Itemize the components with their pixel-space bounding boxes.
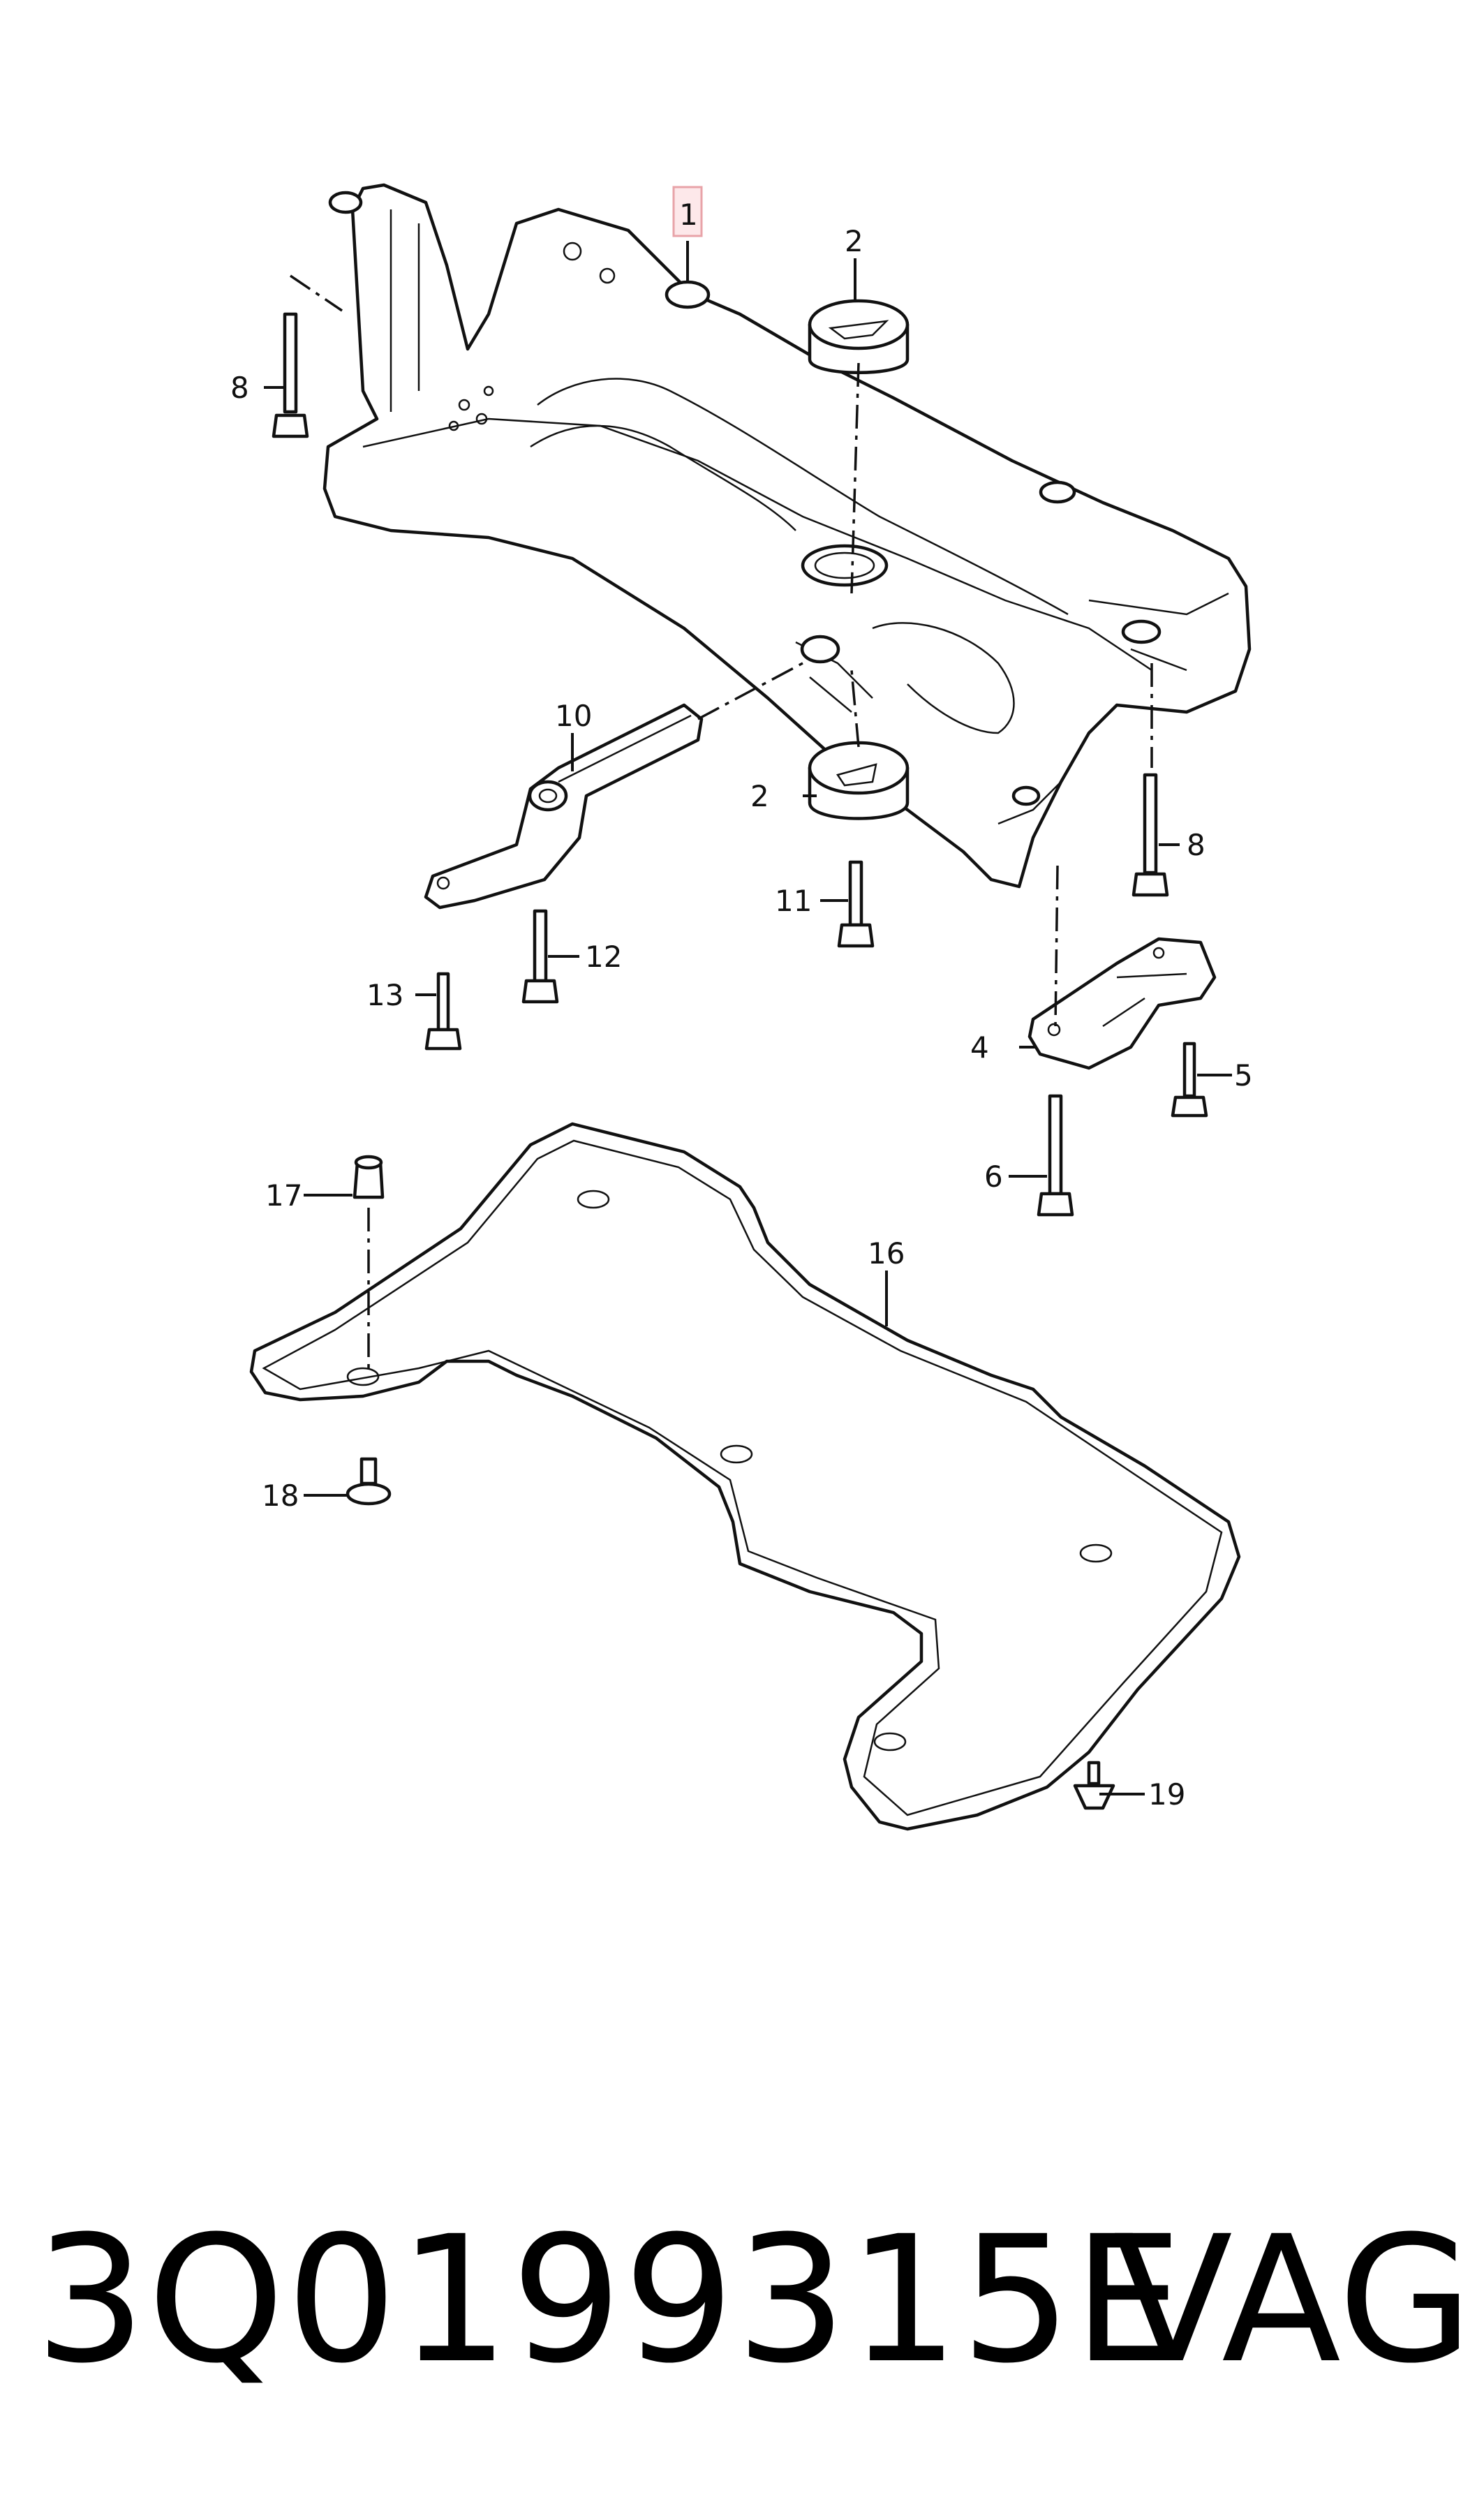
- callout-label: 19: [1148, 1777, 1185, 1812]
- callout-label: 5: [1234, 1058, 1253, 1093]
- bracket: [1027, 937, 1217, 1070]
- leader-lines: [264, 241, 1232, 1795]
- bolt-8-left: [272, 312, 309, 438]
- underbody-cover: [249, 1122, 1241, 1831]
- clip-19: [1073, 1761, 1115, 1810]
- bolt-5: [1171, 1042, 1208, 1118]
- subframe: [322, 183, 1252, 889]
- bolt-12: [521, 909, 559, 1004]
- callout-label: 12: [585, 940, 622, 974]
- callout-label: 17: [265, 1178, 302, 1213]
- callout-label: 4: [970, 1030, 989, 1065]
- callout-1-highlight: [672, 186, 703, 237]
- brand-label: VAG: [1113, 2198, 1474, 2401]
- bolt-8-right: [1131, 773, 1169, 897]
- callout-label: 2: [845, 224, 863, 258]
- assembly-lines: [290, 274, 1153, 1368]
- callout-label: 16: [868, 1236, 905, 1271]
- torque-arm: [424, 703, 704, 910]
- callout-label: 2: [750, 779, 769, 813]
- rubber-mount-upper: [808, 299, 910, 374]
- callout-label: 18: [262, 1479, 299, 1513]
- bolt-13: [424, 972, 462, 1051]
- bolt-11: [837, 860, 875, 948]
- callout-label: 11: [775, 884, 812, 918]
- callout-label: 10: [555, 699, 592, 733]
- callout-label: 8: [230, 371, 249, 405]
- callout-label: 6: [984, 1160, 1003, 1194]
- clip-18: [346, 1457, 392, 1506]
- callout-label: 8: [1187, 828, 1205, 862]
- rubber-mount-lower: [808, 741, 910, 820]
- callout-labels: 1 2 2 4 5 6 8 8 10 11 12 13 16 17 18 19: [230, 198, 1253, 1812]
- callout-label: 1: [679, 198, 698, 232]
- part-number-label: 3Q0199315E: [35, 2198, 1185, 2401]
- nut-17: [353, 1155, 385, 1199]
- callout-label: 13: [366, 978, 403, 1012]
- bolt-6: [1037, 1094, 1074, 1217]
